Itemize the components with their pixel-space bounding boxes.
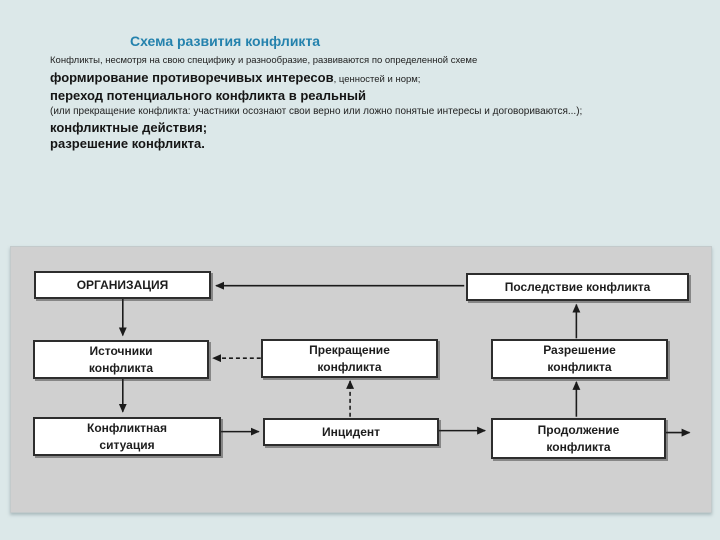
node-incident: Инцидент bbox=[263, 418, 439, 446]
node-resolution: Разрешение конфликта bbox=[491, 339, 668, 379]
diagram-panel: ОРГАНИЗАЦИЯ Последствие конфликта Источн… bbox=[10, 246, 712, 513]
node-sources-label: Источники конфликта bbox=[88, 343, 154, 375]
node-consequence-label: Последствие конфликта bbox=[504, 279, 651, 294]
slide-header: Схема развития конфликта Конфликты, несм… bbox=[50, 33, 690, 152]
stage-1-rest: , ценностей и норм; bbox=[333, 74, 421, 85]
node-consequence: Последствие конфликта bbox=[466, 273, 689, 301]
node-organization: ОРГАНИЗАЦИЯ bbox=[34, 271, 211, 299]
page-title: Схема развития конфликта bbox=[130, 33, 321, 49]
node-continuation: Продолжение конфликта bbox=[491, 418, 666, 459]
stage-line-2: переход потенциального конфликта в реаль… bbox=[50, 88, 366, 103]
stage-line-1: формирование противоречивых интересов, ц… bbox=[50, 70, 690, 88]
node-cessation-label: Прекращение конфликта bbox=[309, 342, 390, 374]
stage-1-bold: формирование противоречивых интересов bbox=[50, 70, 334, 85]
node-incident-label: Инцидент bbox=[321, 424, 381, 439]
node-resolution-label: Разрешение конфликта bbox=[543, 343, 616, 374]
node-sources: Источники конфликта bbox=[33, 340, 209, 379]
node-situation: Конфликтная ситуация bbox=[33, 417, 221, 456]
flow-arrows bbox=[118, 281, 691, 437]
node-cessation: Прекращение конфликта bbox=[261, 339, 438, 378]
stage-line-4: разрешение конфликта. bbox=[50, 136, 205, 151]
stage-2-note: (или прекращение конфликта: участники ос… bbox=[50, 106, 583, 117]
node-continuation-label: Продолжение конфликта bbox=[537, 422, 620, 454]
stage-line-3: конфликтные действия; bbox=[50, 120, 208, 135]
node-organization-label: ОРГАНИЗАЦИЯ bbox=[76, 277, 169, 292]
intro-text: Конфликты, несмотря на свою специфику и … bbox=[50, 55, 478, 66]
node-situation-label: Конфликтная ситуация bbox=[87, 420, 167, 452]
